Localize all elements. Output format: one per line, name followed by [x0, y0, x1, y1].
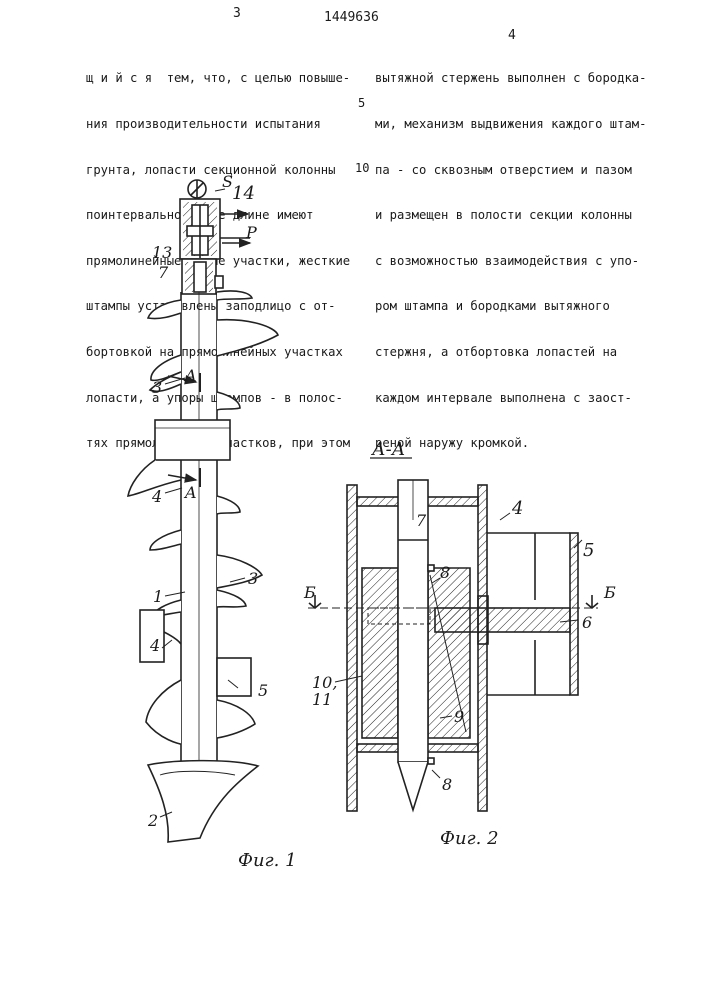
fig1-label-3b: 3 — [248, 569, 258, 588]
fig2-label-8b: 8 — [442, 775, 452, 794]
fig2-label-7: 7 — [416, 511, 427, 530]
fig2-label-5: 5 — [583, 540, 594, 561]
fig1-drawing — [128, 180, 278, 842]
fig2-label-11: 11 — [312, 690, 332, 709]
fig1-label-2: 2 — [147, 811, 158, 830]
fig1-caption: Фиг. 1 — [238, 850, 297, 871]
fig2-label-b-left: Б — [303, 583, 316, 602]
fig1-block-5 — [217, 658, 251, 696]
fig1-label-a-top: A — [183, 366, 197, 385]
fig2-label-9: 9 — [454, 707, 464, 726]
fig1-label-13: 13 — [152, 243, 172, 262]
fig1-auger-tip — [148, 761, 258, 842]
fig1-label-14: 14 — [232, 183, 255, 204]
fig2-label-8a: 8 — [440, 563, 450, 582]
fig2-label-4: 4 — [511, 498, 523, 519]
fig2-label-6: 6 — [582, 613, 592, 632]
fig2-caption: Фиг. 2 — [440, 828, 499, 849]
fig2-section-title: А-А — [370, 439, 405, 460]
fig1-label-a-bottom: A — [183, 483, 197, 502]
fig2-drawing — [308, 458, 598, 811]
fig1-label-7: 7 — [158, 263, 169, 282]
fig1-label-1: 1 — [153, 587, 163, 606]
fig1-label-4b: 4 — [149, 636, 160, 655]
fig1-label-4a: 4 — [151, 487, 162, 506]
fig2-label-b-right: Б — [603, 583, 616, 602]
fig1-label-5: 5 — [258, 681, 268, 700]
fig1-blade-flat-top — [155, 420, 230, 460]
fig1-label-p: P — [245, 223, 257, 242]
fig1-label-3a: 3 — [152, 378, 162, 397]
